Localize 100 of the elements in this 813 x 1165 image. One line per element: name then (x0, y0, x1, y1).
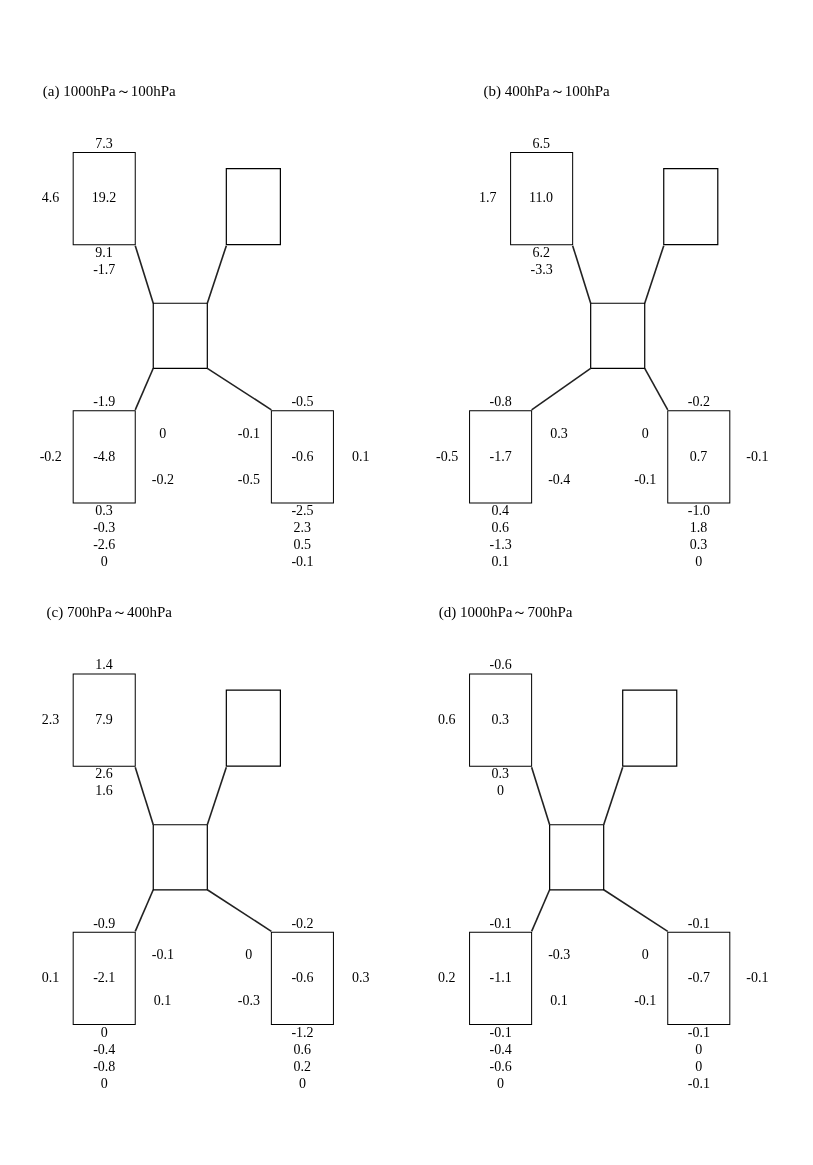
node-label: -0.1 (291, 553, 314, 569)
node-label: 0.1 (351, 448, 370, 464)
connector (643, 244, 665, 304)
node-label: -0.4 (489, 1041, 512, 1057)
node-label: 0.1 (550, 992, 568, 1008)
node-label: 1.7 (479, 189, 497, 205)
node-label: -0.1 (634, 471, 657, 487)
node-box: -4.8 (72, 409, 136, 503)
node-box (152, 302, 208, 369)
node-label: -0.3 (548, 946, 571, 962)
node-label: 1.6 (95, 782, 113, 798)
node-label: 0.1 (491, 553, 510, 569)
node-label: -0.3 (93, 519, 116, 535)
node-label: 7.3 (95, 135, 113, 151)
node-label: -0.8 (489, 393, 512, 409)
label: (a) 1000hPa～100hPa (42, 82, 176, 99)
connector (206, 888, 273, 932)
node-label: 2.3 (293, 519, 311, 535)
label: (b) 400hPa～100hPa (483, 82, 610, 99)
connector (571, 244, 592, 304)
node-label: -0.2 (687, 393, 710, 409)
node-label: 0.4 (491, 502, 510, 518)
node-label: -0.5 (237, 471, 261, 487)
node-label: 6.2 (532, 244, 551, 260)
node-label: -0.9 (93, 915, 116, 931)
connector (206, 244, 228, 304)
node-label: -1.2 (291, 1024, 314, 1040)
connector (134, 765, 155, 826)
node-label: -1.0 (687, 502, 710, 518)
node-label: -0.3 (237, 992, 261, 1008)
node-label: 2.6 (95, 765, 113, 781)
node-label: -0.1 (687, 1075, 710, 1091)
node-label: 0 (695, 553, 703, 569)
connector (530, 367, 592, 411)
node-box: 0.7 (667, 409, 731, 503)
node-box: 0.3 (469, 673, 533, 767)
node-label: 0 (695, 1041, 703, 1057)
node-label: 0 (497, 1075, 505, 1091)
node-label: -0.1 (687, 1024, 710, 1040)
connector (530, 888, 551, 932)
node-label: 0.5 (293, 536, 311, 552)
node-label: -0.2 (291, 915, 314, 931)
node-label: -0.1 (489, 915, 512, 931)
node-label: -0.2 (151, 471, 174, 487)
node-label: -1.7 (93, 261, 116, 277)
node-label: 9.1 (95, 244, 113, 260)
node-box: 7.9 (72, 673, 136, 767)
node-label: -0.1 (687, 915, 710, 931)
node-label: 0 (497, 782, 505, 798)
node-box: -1.7 (469, 409, 533, 503)
node-label: 0.3 (95, 502, 113, 518)
connector (602, 765, 624, 826)
connector (643, 367, 669, 411)
node-label: 0 (245, 946, 253, 962)
node-label: -0.1 (746, 448, 769, 464)
connector (602, 888, 669, 932)
node-box (622, 689, 678, 767)
node-label: -1.9 (93, 393, 116, 409)
node-box: -1.1 (469, 931, 533, 1025)
node-label: 0 (641, 946, 649, 962)
connector (206, 367, 273, 411)
node-box (549, 823, 605, 890)
node-label: -0.8 (93, 1058, 116, 1074)
node-box (152, 823, 208, 890)
node-label: -0.6 (489, 1058, 512, 1074)
node-label: -0.1 (151, 946, 174, 962)
node-label: 0 (159, 425, 167, 441)
node-label: 0 (100, 1024, 108, 1040)
node-label: 0.3 (351, 969, 370, 985)
node-label: 0 (298, 1075, 306, 1091)
node-box: -2.1 (72, 931, 136, 1025)
node-box: -0.7 (667, 931, 731, 1025)
node-label: -0.1 (237, 425, 261, 441)
node-label: -0.4 (93, 1041, 116, 1057)
connector (134, 888, 155, 932)
node-box: -0.6 (270, 409, 334, 503)
node-box: 11.0 (510, 151, 574, 245)
node-box: 19.2 (72, 151, 136, 245)
node-label: 0.6 (491, 519, 510, 535)
node-label: 0 (695, 1058, 703, 1074)
node-box: -0.6 (270, 931, 334, 1025)
node-label: -3.3 (530, 261, 553, 277)
node-label: -0.1 (489, 1024, 512, 1040)
connector (530, 765, 551, 826)
node-label: 1.8 (689, 519, 708, 535)
node-label: 2.3 (41, 711, 60, 727)
node-box (225, 167, 281, 245)
node-box (663, 167, 719, 245)
node-box (225, 689, 281, 767)
node-label: 0.6 (438, 711, 456, 727)
node-label: -0.5 (436, 448, 459, 464)
connector (134, 367, 155, 411)
node-label: -2.6 (93, 536, 116, 552)
node-label: 0.3 (491, 765, 510, 781)
node-label: -0.1 (746, 969, 769, 985)
node-label: 0 (100, 1075, 108, 1091)
node-label: 0.2 (438, 969, 456, 985)
node-label: 0.1 (41, 969, 60, 985)
label: (c) 700hPa～400hPa (46, 603, 172, 620)
node-label: -0.2 (39, 448, 62, 464)
